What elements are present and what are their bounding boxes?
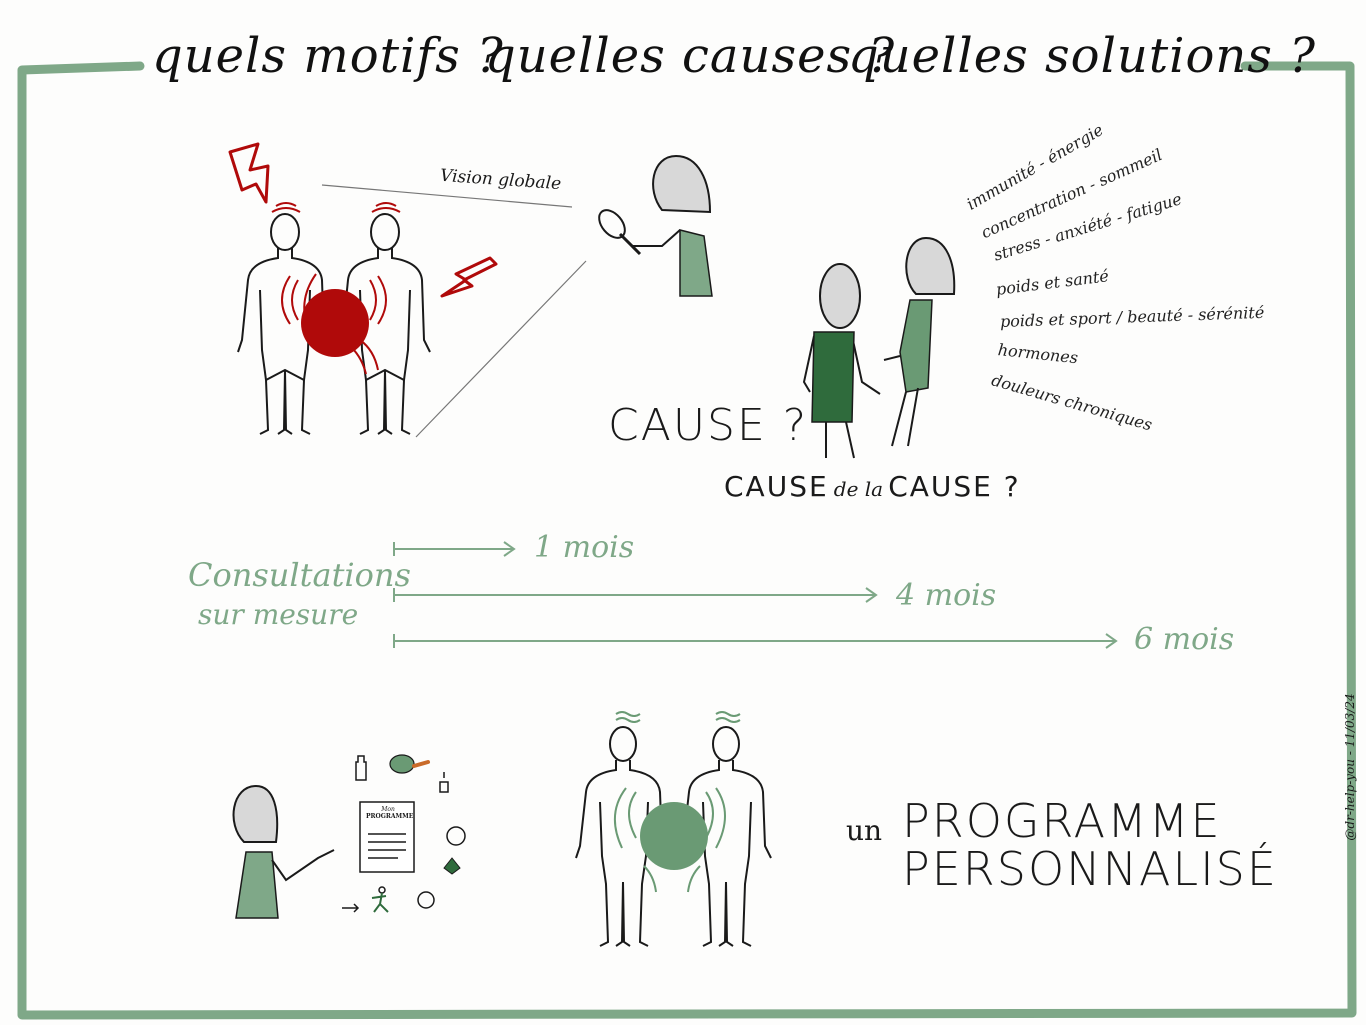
sur-mesure-label: sur mesure (198, 598, 359, 631)
duration-6-months: 6 mois (1134, 622, 1235, 657)
sheet-title-line2: PROGRAMME (366, 813, 414, 820)
programme-prefix: un (846, 814, 883, 847)
signature: @dr-help-you - 11/03/24 (1343, 693, 1357, 841)
lightning-icon (228, 142, 270, 204)
duration-1-month: 1 mois (534, 530, 635, 565)
vision-lines (321, 184, 587, 438)
arrow-icon (342, 903, 360, 913)
cause-word: CAUSE ? (888, 470, 1021, 503)
bottle-icon (355, 755, 367, 781)
pain-circle (301, 289, 369, 357)
practitioner-magnifier-illustration (598, 154, 713, 297)
cause-word: CAUSE (724, 470, 829, 503)
question-causes: quelles causes ? (485, 28, 896, 84)
question-motifs: quels motifs ? (152, 28, 504, 84)
carrot-icon (412, 760, 430, 768)
duration-4-months: 4 mois (896, 578, 997, 613)
relax-face-icon (417, 891, 435, 909)
de-la-word: de la (833, 477, 884, 501)
runner-icon (378, 886, 386, 894)
bodies-pain-illustration (228, 142, 498, 435)
question-solutions: quelles solutions ? (848, 28, 1316, 84)
cause-de-la-cause: CAUSE de la CAUSE ? (724, 470, 1021, 503)
practitioner-presenting-illustration (232, 784, 335, 919)
wellness-circle (640, 802, 708, 870)
breathing-icon (446, 826, 466, 846)
programme-sheet-illustration (342, 754, 466, 913)
programme-line2: PERSONNALISÉ (902, 842, 1278, 896)
consultations-label: Consultations (188, 556, 411, 594)
lightning-icon (440, 256, 498, 298)
sheet-title-line1: Mon (381, 806, 395, 813)
duration-arrows (393, 541, 1118, 649)
consultation-illustration (802, 236, 956, 459)
bodies-wellness-illustration (575, 711, 772, 947)
cabbage-icon (389, 754, 415, 774)
sheet-title: Mon PROGRAMME (366, 806, 414, 820)
leaf-icon (443, 857, 461, 875)
dropper-icon (439, 772, 449, 793)
cause-question: CAUSE ? (608, 400, 809, 451)
programme-line1: PROGRAMME (902, 794, 1222, 848)
